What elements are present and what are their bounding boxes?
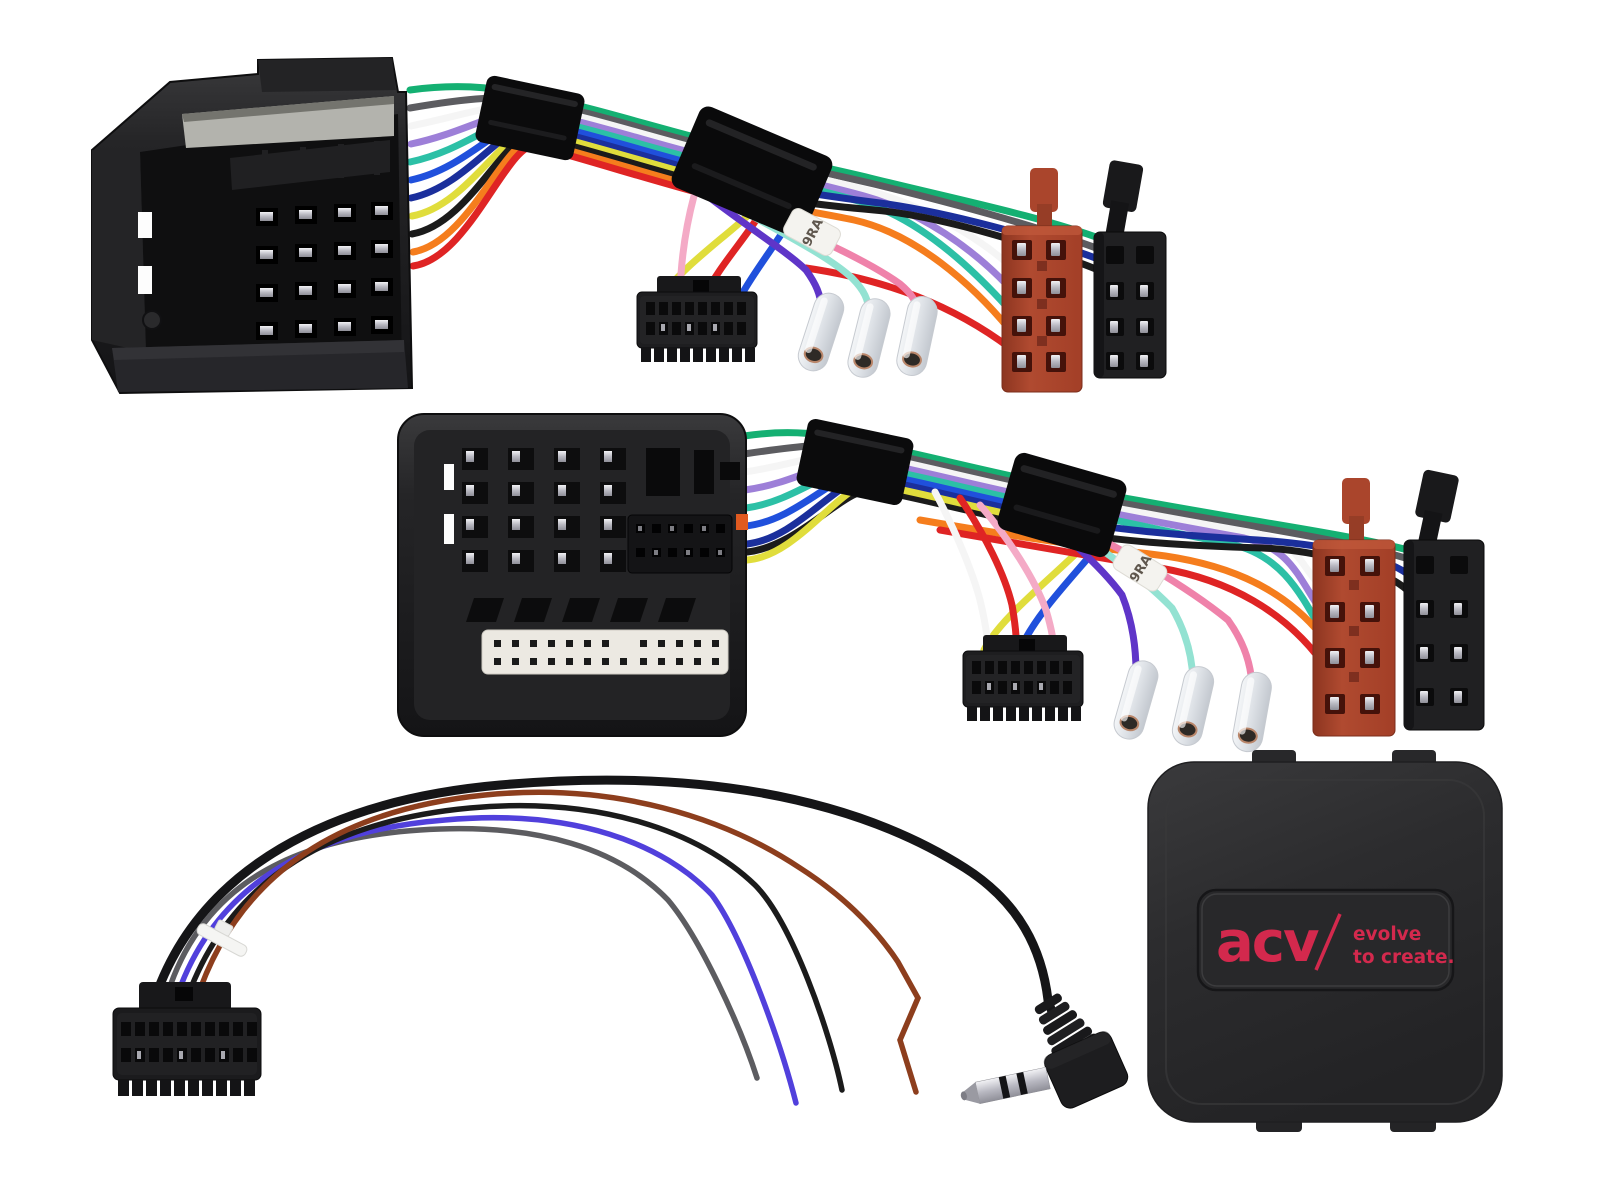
jack-metal-plug	[960, 1066, 1051, 1105]
jack-body	[1043, 1031, 1129, 1109]
quadlock-connector-front	[397, 413, 748, 737]
crimp-terminal	[847, 298, 891, 378]
wire-orange	[916, 516, 1326, 640]
crimp-terminal	[1113, 660, 1159, 740]
logo-tagline-line1: evolve	[1353, 924, 1421, 945]
housing-slot	[444, 464, 454, 490]
front-pin-grid	[462, 448, 626, 572]
wire-violet	[172, 815, 799, 1106]
patch-lead	[112, 775, 1129, 1109]
wire-sleeve-label: 9RA	[783, 208, 841, 256]
crimp-terminals-1	[797, 292, 938, 378]
wire-purple	[696, 186, 825, 312]
iso-power-connector-red-2	[1312, 478, 1396, 737]
logo-brand-text: acv	[1216, 910, 1319, 975]
harness-rear-view: 9RA	[91, 56, 1167, 395]
cable-tie	[196, 919, 248, 957]
case-mold-line	[1165, 779, 1485, 1105]
jack-plug-35mm	[960, 993, 1129, 1109]
quadlock-pins	[256, 202, 393, 340]
crimp-terminal	[1171, 666, 1215, 746]
crimp-terminal	[797, 292, 845, 372]
wire-gray	[162, 825, 760, 1081]
iso-speaker-connector-black-2	[1403, 469, 1485, 731]
remote-connector-20pin-2	[962, 635, 1084, 721]
jack-cable	[150, 775, 1057, 1017]
logo-plate: acv evolve to create.	[1196, 888, 1455, 992]
housing-slot	[138, 212, 152, 238]
loom-tape-wrap-4	[997, 452, 1127, 558]
remote-connector-20pin-1	[636, 276, 758, 362]
housing-slot	[444, 514, 454, 544]
logo-slash	[1314, 913, 1342, 971]
interface-box: acv evolve to create.	[1147, 750, 1503, 1132]
iso-speaker-connector-black-1	[1093, 160, 1167, 379]
wire-brown	[192, 789, 922, 1095]
wire-sleeve-label-2: 9RA	[1112, 544, 1168, 592]
housing-slot	[138, 266, 152, 294]
mini-pin-block	[627, 514, 748, 574]
loom-tape-wrap-1	[475, 75, 585, 161]
loom-tape-wrap-3	[796, 419, 914, 505]
crimp-terminal	[1232, 671, 1272, 753]
loom-tape-wrap-2	[671, 106, 833, 238]
white-pin-insert	[481, 629, 729, 675]
crimp-terminal	[896, 296, 938, 376]
logo-tagline-line2: to create.	[1353, 947, 1455, 968]
quadlock-connector-rear	[91, 56, 414, 395]
orange-latch	[736, 514, 748, 530]
patch-lead-wires	[150, 775, 1057, 1106]
harness-front-view: 9RA	[397, 413, 1485, 753]
iso-power-connector-red-1	[1001, 168, 1083, 393]
remote-connector-20pin-3	[112, 982, 262, 1096]
crimp-terminals-2	[1113, 660, 1272, 753]
